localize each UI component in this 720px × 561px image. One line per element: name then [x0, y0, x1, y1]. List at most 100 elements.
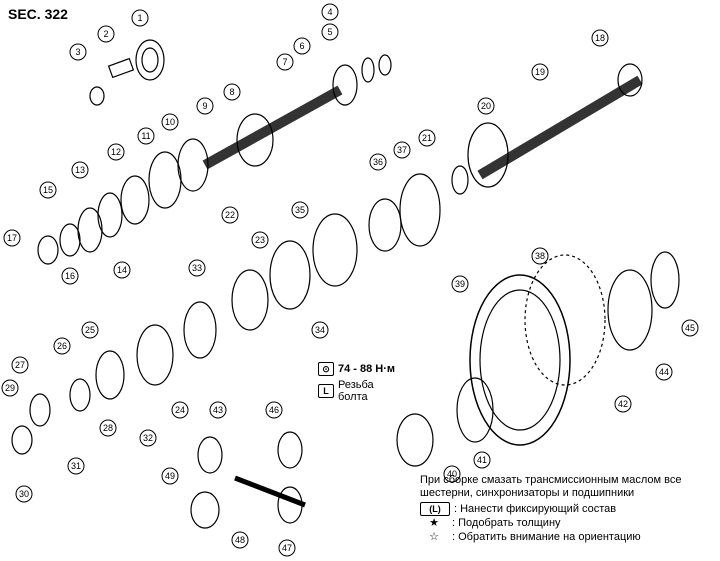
- callout-32: 32: [139, 429, 157, 447]
- callout-40: 40: [443, 465, 461, 483]
- callout-1: 1: [131, 9, 149, 27]
- callout-label: 15: [43, 185, 53, 195]
- bearing-6: [332, 64, 358, 106]
- callout-label: 24: [175, 405, 185, 415]
- callout-label: 27: [15, 360, 25, 370]
- callout-label: 48: [235, 535, 245, 545]
- ring-11b: [231, 269, 269, 331]
- callout-label: 25: [85, 325, 95, 335]
- callout-label: 47: [282, 543, 292, 553]
- callout-39: 39: [451, 275, 469, 293]
- callout-17: 17: [3, 229, 21, 247]
- thread-label: Резьба болта: [338, 379, 374, 403]
- callout-label: 18: [595, 33, 605, 43]
- callout-33: 33: [188, 259, 206, 277]
- hub-13: [77, 207, 103, 253]
- callout-46: 46: [265, 401, 283, 419]
- callout-23: 23: [251, 231, 269, 249]
- callout-11: 11: [137, 127, 155, 145]
- callout-label: 21: [422, 133, 432, 143]
- callout-label: 17: [7, 233, 17, 243]
- thread-locker-icon: L: [318, 384, 334, 398]
- legend-item-orientation: ☆ : Обратить внимание на ориентацию: [420, 531, 715, 544]
- filled-star-icon: ★: [429, 517, 439, 529]
- shim-30: [11, 425, 33, 455]
- callout-label: 26: [57, 341, 67, 351]
- callout-label: 6: [299, 41, 304, 51]
- callout-41: 41: [473, 451, 491, 469]
- ring-29: [29, 393, 51, 427]
- gear-9: [177, 138, 209, 192]
- callout-18: 18: [591, 29, 609, 47]
- shim-40: [396, 413, 434, 467]
- callout-label: 22: [225, 210, 235, 220]
- locker-icon: (L): [420, 502, 450, 516]
- callout-29: 29: [1, 379, 19, 397]
- callout-label: 1: [137, 13, 142, 23]
- pinion-shaft-48: [234, 475, 306, 508]
- callout-label: 37: [397, 145, 407, 155]
- final-gear-39-inner: [479, 289, 561, 431]
- assembly-notes: При сборке смазать трансмиссионным масло…: [420, 474, 715, 544]
- callout-24: 24: [171, 401, 189, 419]
- callout-label: 36: [373, 157, 383, 167]
- callout-12: 12: [107, 143, 125, 161]
- callout-38: 38: [531, 247, 549, 265]
- seal-5: [361, 57, 375, 83]
- callout-45: 45: [681, 319, 699, 337]
- pinion-gear-43: [197, 436, 223, 474]
- callout-19: 19: [531, 63, 549, 81]
- callout-label: 9: [202, 101, 207, 111]
- callout-28: 28: [99, 419, 117, 437]
- ring-4: [378, 54, 392, 76]
- legend-item-thickness: ★ : Подобрать толщину: [420, 517, 715, 530]
- callout-13: 13: [71, 161, 89, 179]
- gear-24: [136, 324, 174, 386]
- bearing-18: [617, 63, 643, 97]
- callout-44: 44: [655, 363, 673, 381]
- callout-34: 34: [311, 321, 329, 339]
- callout-label: 45: [685, 323, 695, 333]
- section-title: SEC. 322: [8, 6, 68, 22]
- ring-11: [120, 175, 150, 225]
- callout-label: 8: [229, 87, 234, 97]
- callout-30: 30: [15, 485, 33, 503]
- synchro-10: [148, 151, 182, 209]
- final-gear-39: [469, 274, 571, 446]
- callout-47: 47: [278, 539, 296, 557]
- torque-spec: ⊙ 74 - 88 Н·м L Резьба болта: [318, 362, 395, 406]
- callout-label: 23: [255, 235, 265, 245]
- callout-label: 13: [75, 165, 85, 175]
- callout-31: 31: [67, 457, 85, 475]
- gear-37: [399, 173, 441, 247]
- nut-17: [37, 235, 59, 265]
- callout-27: 27: [11, 356, 29, 374]
- callout-15: 15: [39, 181, 57, 199]
- callout-48: 48: [231, 531, 249, 549]
- callout-label: 11: [141, 131, 150, 141]
- wrench-icon: ⊙: [318, 362, 334, 376]
- callout-label: 33: [192, 263, 202, 273]
- gear-8: [236, 113, 274, 167]
- callout-6: 6: [293, 37, 311, 55]
- ring-12: [97, 192, 123, 238]
- callout-label: 7: [282, 57, 287, 67]
- callout-label: 35: [295, 205, 305, 215]
- synchro-36: [368, 198, 402, 252]
- callout-label: 12: [111, 147, 121, 157]
- synchro-33: [183, 301, 217, 359]
- callout-label: 2: [103, 29, 108, 39]
- torque-value: 74 - 88 Н·м: [338, 363, 396, 375]
- bearing-44: [607, 269, 653, 351]
- callout-label: 43: [213, 405, 223, 415]
- callout-label: 14: [117, 265, 127, 275]
- callout-36: 36: [369, 153, 387, 171]
- callout-16: 16: [61, 267, 79, 285]
- callout-9: 9: [196, 97, 214, 115]
- main-shaft: [477, 75, 643, 180]
- callout-label: 16: [65, 271, 75, 281]
- callout-2: 2: [97, 25, 115, 43]
- bearing-41b: [456, 377, 494, 443]
- callout-10: 10: [161, 113, 179, 131]
